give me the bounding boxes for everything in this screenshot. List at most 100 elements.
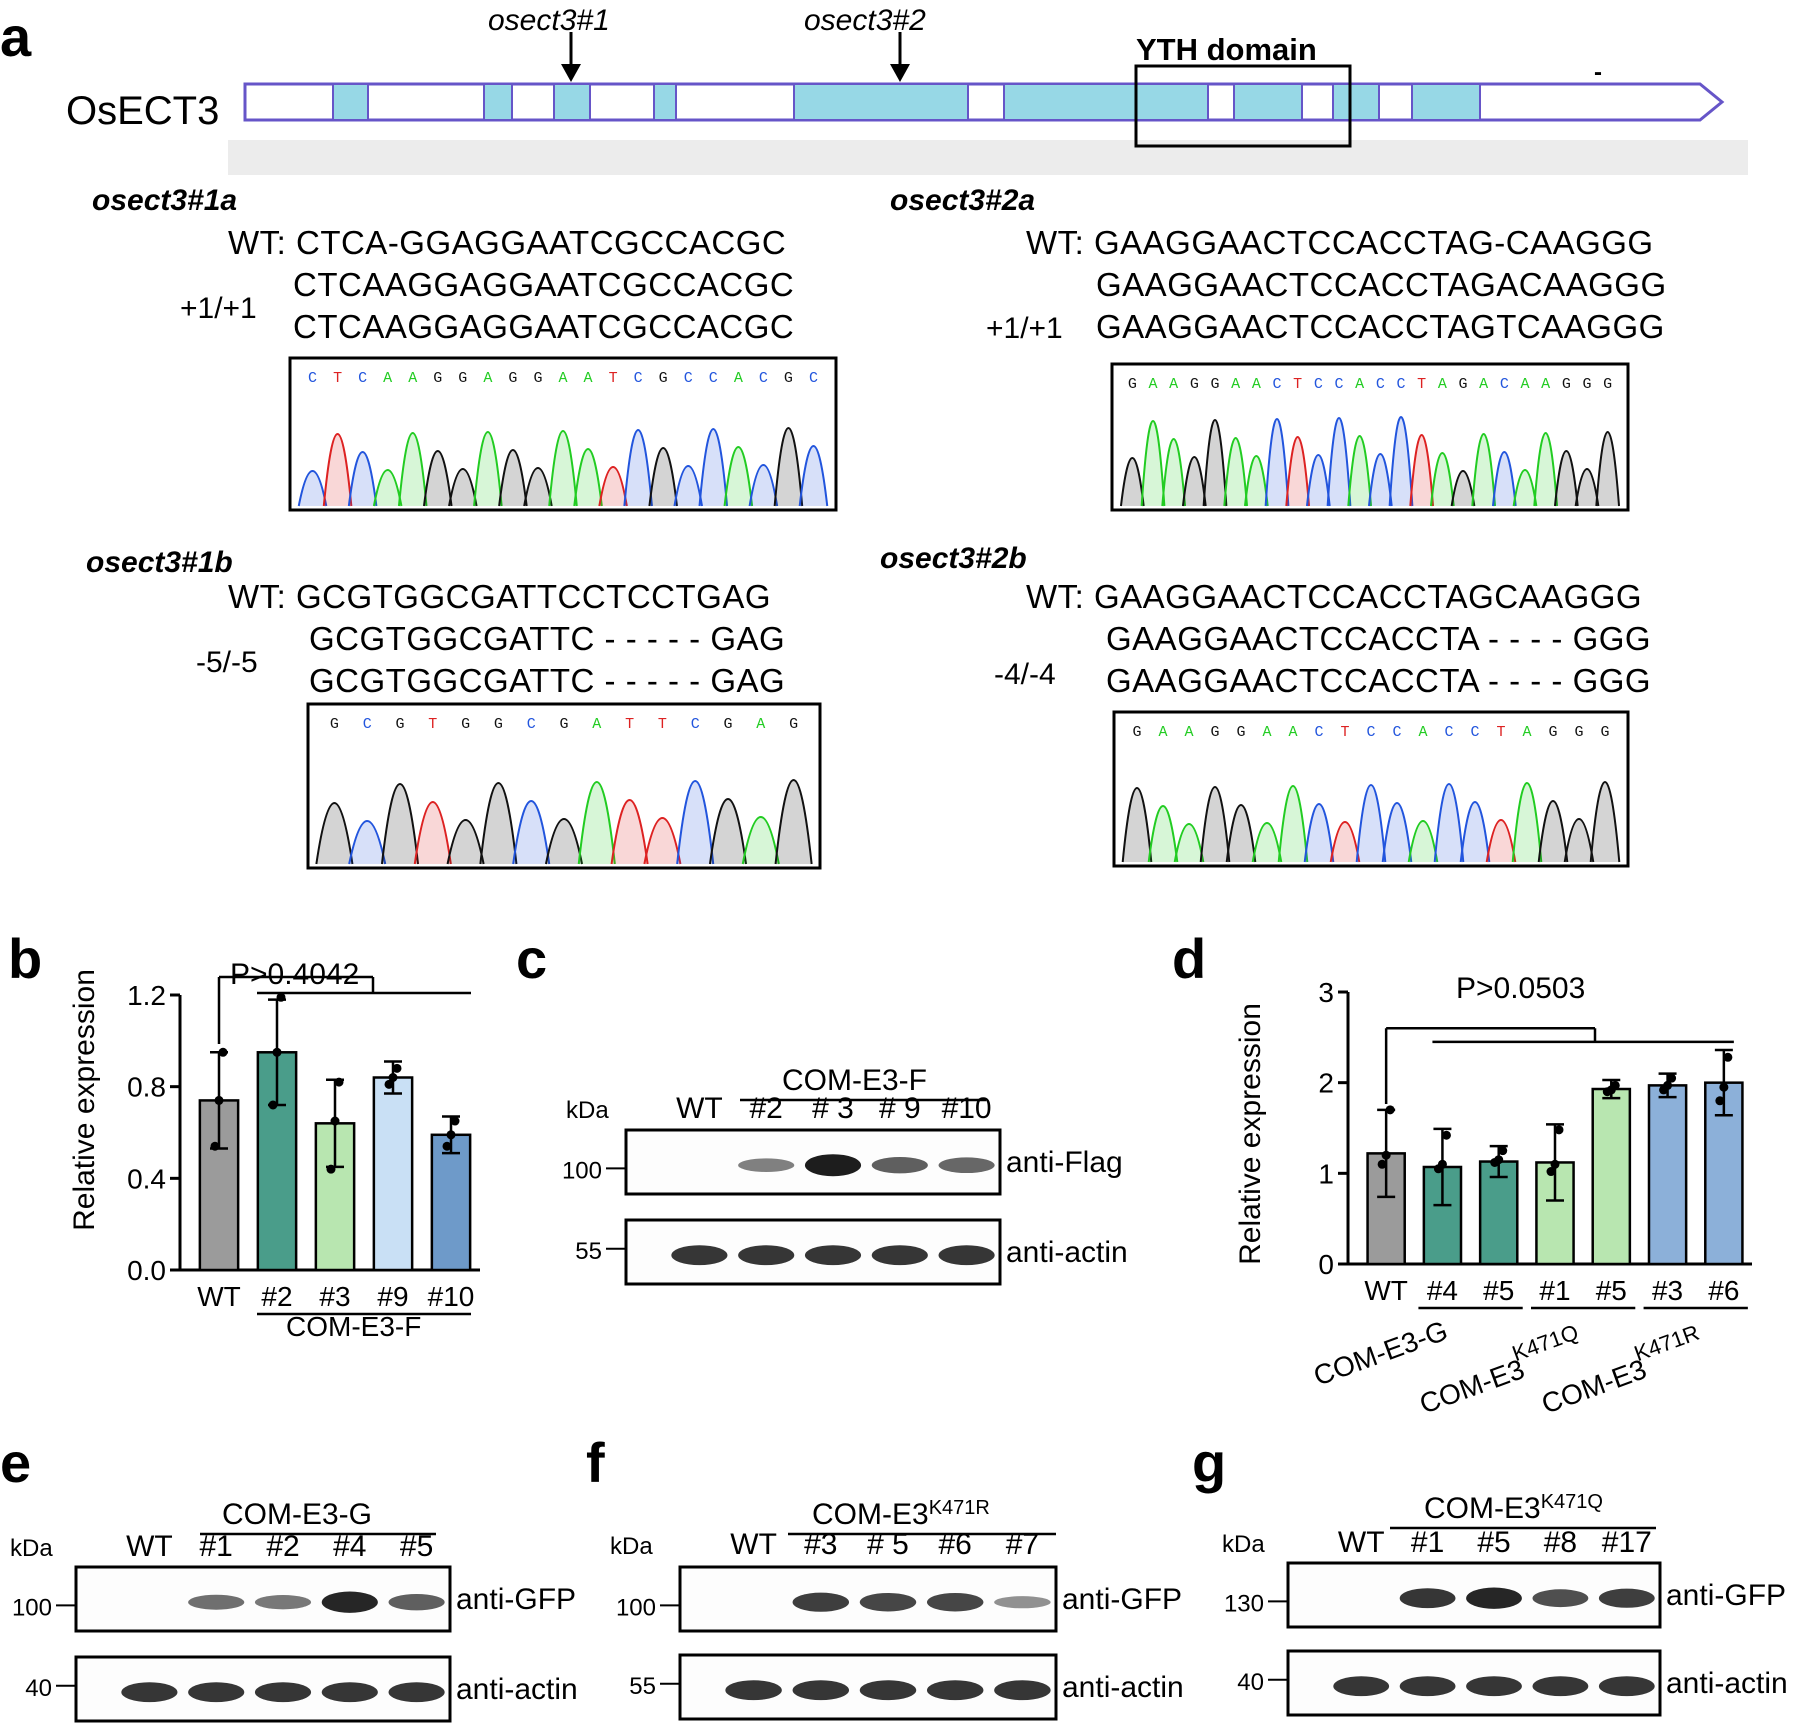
base-call: G (1603, 376, 1612, 393)
exon-6 (1003, 83, 1209, 121)
base-call: C (809, 370, 818, 387)
trace-peak (347, 451, 378, 507)
allele-2b: osect3#2b WT: GAAGGAACTCCACCTAGCAAGGG GA… (880, 542, 1651, 699)
base-call: A (584, 370, 593, 387)
base-call: C (684, 370, 693, 387)
trace-peak (1147, 805, 1179, 863)
marker-label: 100 (12, 1594, 52, 1621)
base-call: C (1396, 376, 1405, 393)
trace-peak (1459, 801, 1491, 863)
trace-peak (380, 783, 420, 865)
bar (1478, 1160, 1519, 1266)
trace-peak (1491, 451, 1517, 507)
base-call: G (1600, 724, 1609, 741)
bar (1647, 1084, 1688, 1266)
allele-2a-mut1: GAAGGAACTCCACCTAGACAAGGG (1096, 266, 1667, 303)
panel-label-d: d (1172, 927, 1206, 990)
trace-peak (1202, 419, 1228, 507)
category-label: WT (1364, 1275, 1408, 1306)
antibody-label: anti-GFP (456, 1583, 576, 1616)
trace-peak (598, 466, 628, 507)
trace-peak (577, 781, 616, 865)
trace-peak (1161, 438, 1187, 507)
y-tick-label: 1 (1318, 1158, 1334, 1189)
allele-2b-name: osect3#2b (880, 542, 1027, 575)
base-call: A (1438, 376, 1447, 393)
marker-label: 100 (562, 1157, 602, 1184)
allele-1b-genotype: -5/-5 (196, 646, 258, 679)
base-call: T (428, 716, 437, 733)
base-call: T (1340, 724, 1349, 741)
category-label: #5 (1596, 1275, 1627, 1306)
trace-peak (1485, 819, 1517, 863)
antibody-label: anti-GFP (1666, 1579, 1786, 1612)
band (1399, 1676, 1456, 1697)
trace-peak (673, 465, 703, 507)
chart-d-ylabel: Relative expression (1234, 1003, 1267, 1265)
lane-label: # 3 (812, 1092, 854, 1125)
marker-label: 55 (575, 1238, 602, 1265)
band (792, 1680, 850, 1701)
data-point (1719, 1082, 1729, 1092)
base-call: G (1236, 724, 1245, 741)
lane-label: # 9 (879, 1092, 921, 1125)
trace-peak (297, 470, 328, 507)
allele-2a-mut2: GAAGGAACTCCACCTAGTCAAGGG (1096, 308, 1665, 345)
band (1532, 1589, 1589, 1608)
kda-label: kDa (610, 1533, 653, 1560)
lane-label: WT (730, 1528, 777, 1561)
antibody-label: anti-actin (456, 1673, 578, 1706)
lane-label: WT (126, 1530, 173, 1563)
base-call: A (1231, 376, 1240, 393)
band (1466, 1587, 1522, 1609)
marker-label: 40 (1237, 1669, 1264, 1696)
marker-label: 40 (25, 1675, 52, 1702)
base-call: T (333, 370, 342, 387)
band (1598, 1676, 1655, 1697)
chart-d-group-2-sup: K471Q (1509, 1319, 1582, 1366)
trace-peak (1305, 454, 1331, 507)
trace-peak (1181, 456, 1207, 507)
blot-group-label: COM-E3K471Q (1424, 1491, 1603, 1525)
antibody-label: anti-actin (1666, 1667, 1788, 1700)
chart-b-annotation: P>0.4042 (230, 958, 359, 991)
bar (198, 1099, 240, 1272)
lane-label: #5 (400, 1530, 433, 1563)
category-label: #5 (1483, 1275, 1514, 1306)
band (1598, 1588, 1655, 1608)
allele-1a-genotype: +1/+1 (180, 292, 257, 325)
gene-model: YTH domain - OsECT3 osect3#1 osect3#2 (66, 4, 1748, 175)
y-tick-label: 3 (1318, 977, 1334, 1008)
data-point (1377, 1159, 1387, 1169)
trace-peak (1251, 822, 1283, 863)
chart-b: 0.00.40.81.2WT#2#3#9#10 (127, 975, 480, 1316)
trace-peak (1140, 420, 1166, 507)
kda-label: kDa (10, 1535, 53, 1562)
base-call: G (508, 370, 517, 387)
band (121, 1682, 178, 1703)
arrow-1-icon (561, 64, 581, 82)
exon-1 (332, 83, 369, 121)
category-label: #10 (428, 1281, 475, 1312)
lane-label: #1 (200, 1530, 233, 1563)
marker-label: 100 (616, 1594, 656, 1621)
band (792, 1592, 850, 1612)
trace-peak (643, 817, 682, 865)
trace-peak (413, 801, 452, 865)
trace-peak (1553, 450, 1579, 507)
panel-label-b: b (8, 927, 42, 990)
allele-2b-mut1: GAAGGAACTCCACCTA - - - - GGG (1106, 620, 1651, 657)
trace-peak (698, 428, 729, 507)
base-call: T (1417, 376, 1426, 393)
base-call: G (533, 370, 542, 387)
trace-peak (1511, 782, 1543, 863)
trace-peak (1533, 432, 1559, 507)
allele-1b-mut1: GCGTGGCGATTC - - - - - GAG (309, 620, 785, 657)
allele-1a-name: osect3#1a (92, 184, 237, 217)
data-point (384, 1079, 394, 1089)
data-point (1381, 1150, 1391, 1160)
